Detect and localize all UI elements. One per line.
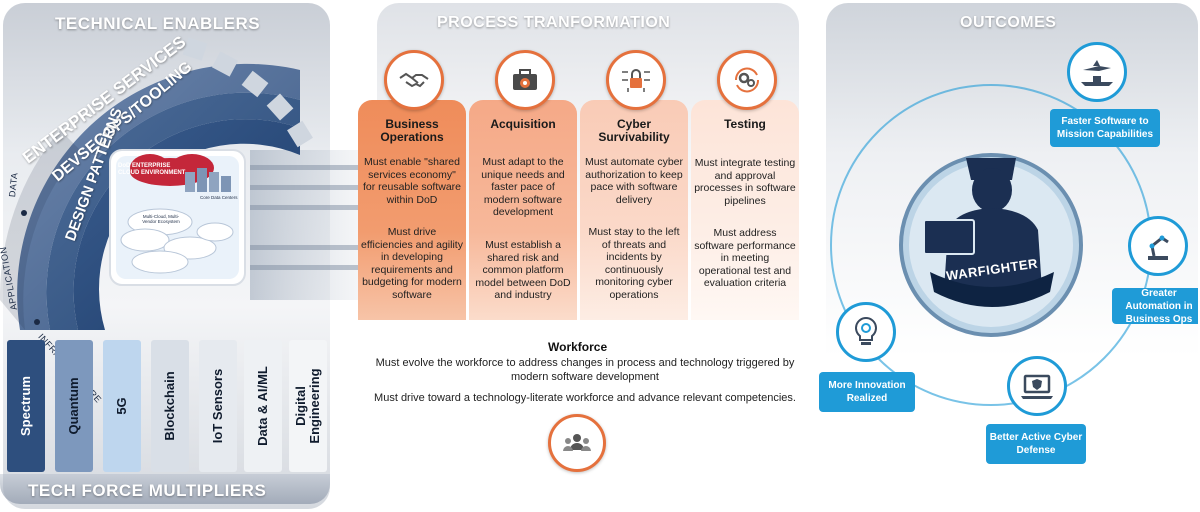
column-text: Must address software performance in mee… (694, 227, 796, 289)
multiplier-bar-quantum: Quantum (55, 340, 93, 472)
multiplier-bar-5g: 5G (103, 340, 141, 472)
multiplier-bar-digital-engineering: Digital Engineering (289, 340, 327, 472)
process-transformation-title: PROCESS TRANFORMATION (437, 14, 671, 31)
column-title: Business Operations (380, 117, 444, 144)
column-text: Must enable "shared services economy" fo… (362, 156, 462, 206)
circuit-lock-icon (606, 50, 666, 110)
outcome-better-cyber-defense: Better Active Cyber Defense (986, 424, 1086, 464)
tech-force-multipliers-title: TECH FORCE MULTIPLIERS (28, 481, 267, 500)
handshake-icon (384, 50, 444, 110)
multiplier-bar-iot-sensors: IoT Sensors (199, 340, 237, 472)
workforce-title: Workforce (548, 340, 608, 354)
people-group-icon (548, 414, 606, 472)
multiplier-bar-blockchain: Blockchain (151, 340, 189, 472)
column-text: Must integrate testing and approval proc… (694, 157, 796, 207)
briefcase-gear-icon (495, 50, 555, 110)
lightbulb-gear-icon (836, 302, 896, 362)
column-text: Must drive efficiencies and agility in d… (361, 226, 463, 301)
column-text: Must stay to the left of threats and inc… (588, 226, 680, 301)
column-title: Testing (724, 117, 766, 131)
column-acquisition: Acquisition (469, 100, 577, 320)
column-text: Must automate cyber authorization to kee… (584, 156, 684, 206)
workforce-text-1: Must evolve the workforce to address cha… (375, 357, 795, 383)
outcomes-cycle-graphic (830, 84, 1152, 406)
column-text: Must establish a shared risk and common … (475, 239, 571, 301)
outcomes-title: OUTCOMES (960, 14, 1057, 31)
robot-arm-icon (1128, 216, 1188, 276)
multipliers-footer (0, 474, 330, 504)
enablers-rings-graphic (0, 37, 370, 331)
cloud-core-label: Core Data Centers (200, 195, 238, 200)
multiplier-bar-spectrum: Spectrum (7, 340, 45, 472)
cloud-environment-title: DoD ENTERPRISE CLOUD ENVIRONMENT (118, 163, 186, 176)
gears-refresh-icon (717, 50, 777, 110)
column-text: Must adapt to the unique needs and faste… (481, 156, 565, 218)
workforce-text-2: Must drive toward a technology-literate … (374, 392, 796, 404)
column-testing: Testing (691, 100, 799, 320)
column-title: Cyber Survivability (598, 117, 670, 144)
laptop-shield-icon (1007, 356, 1067, 416)
outcome-faster-software: Faster Software to Mission Capabilities (1050, 109, 1160, 147)
cloud-multi-label: Multi-Cloud, Multi-Vendor Ecosystem (142, 214, 180, 224)
technical-enablers-title: TECHNICAL ENABLERS (55, 14, 261, 33)
column-business-operations: Business Operations (358, 100, 466, 320)
multiplier-bar-data-ai-ml: Data & AI/ML (244, 340, 282, 472)
jet-ship-icon (1067, 42, 1127, 102)
column-title: Acquisition (490, 117, 556, 131)
column-cyber-survivability: Cyber Survivability (580, 100, 688, 320)
outcome-more-innovation: More Innovation Realized (819, 372, 915, 412)
outcome-greater-automation: Greater Automation in Business Ops (1112, 288, 1198, 325)
